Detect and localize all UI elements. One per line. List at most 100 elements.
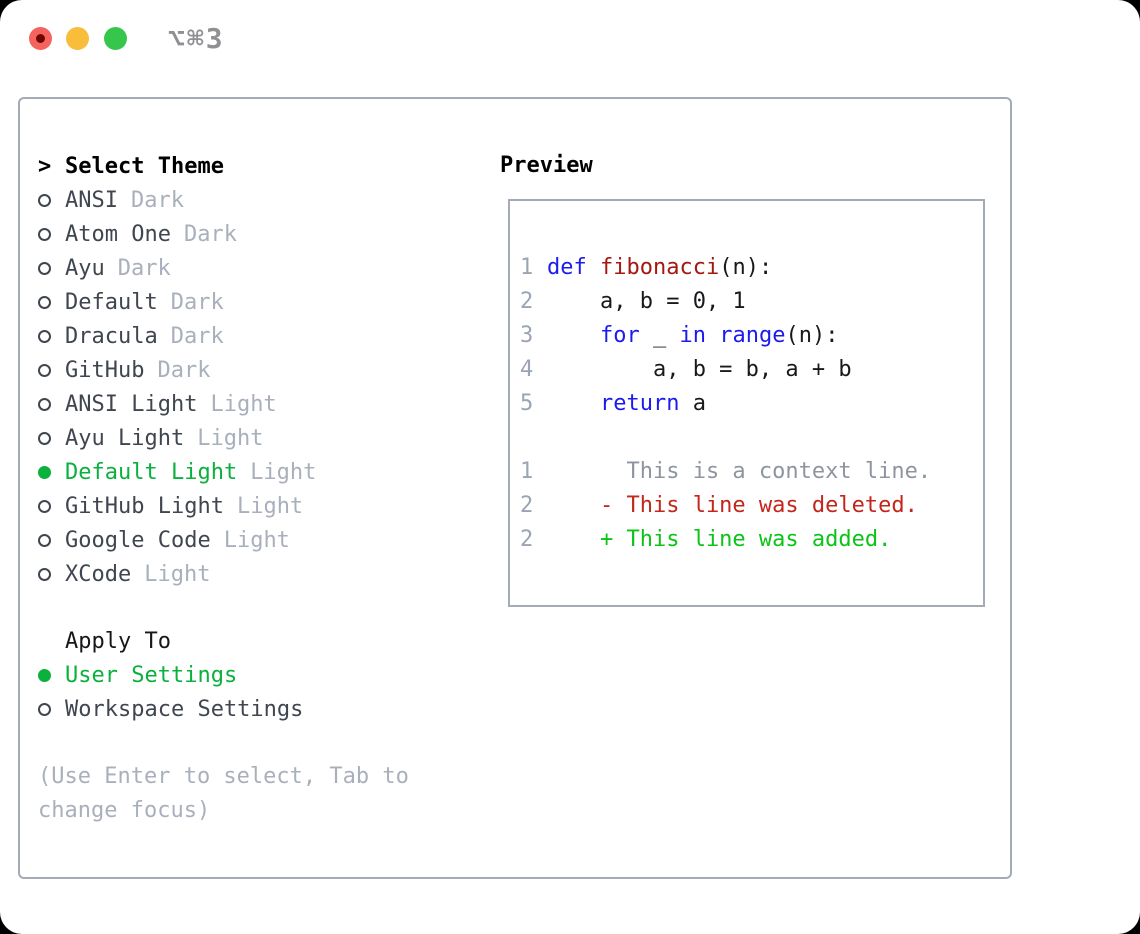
- theme-list: ANSI Dark Atom One Dark Ayu Dark Default…: [38, 183, 316, 591]
- theme-option[interactable]: Ayu Dark: [38, 251, 316, 285]
- radio-gutter: [38, 329, 65, 343]
- radio-icon: [38, 465, 51, 479]
- radio-icon: [38, 431, 51, 445]
- code-line: 2 a, b = 0, 1: [520, 285, 983, 319]
- preview-box: 1 def fibonacci(n): 2 a, b = 0, 1 3 for _ i…: [508, 199, 985, 607]
- theme-option[interactable]: Google Code Light: [38, 523, 316, 557]
- list-item-label: ANSI: [65, 187, 118, 213]
- list-item-variant: Light: [210, 391, 277, 417]
- list-item-label: User Settings: [65, 662, 238, 688]
- radio-gutter: [38, 499, 65, 513]
- close-button[interactable]: [29, 27, 52, 50]
- code-line: [520, 421, 983, 455]
- theme-option[interactable]: GitHub Dark: [38, 353, 316, 387]
- radio-icon: [38, 227, 51, 241]
- code-line: 1 This is a context line.: [520, 455, 983, 489]
- radio-gutter: [38, 261, 65, 275]
- apply-to-option[interactable]: User Settings: [38, 658, 303, 692]
- list-item-variant: Dark: [170, 289, 224, 315]
- keyboard-shortcut-label: ⌥⌘3: [168, 22, 225, 55]
- apply-to-header: Apply To: [38, 624, 303, 658]
- code-line: 4 a, b = b, a + b: [520, 353, 983, 387]
- list-item-label: Default: [65, 289, 158, 315]
- line-number: 2: [520, 289, 534, 314]
- radio-icon: [38, 533, 51, 547]
- code-text: This is a context line.: [547, 459, 932, 484]
- list-item-label: Ayu Light: [65, 425, 185, 451]
- radio-gutter: [38, 397, 65, 411]
- theme-option[interactable]: GitHub Light Light: [38, 489, 316, 523]
- list-item-variant: Dark: [183, 221, 237, 247]
- radio-icon: [38, 567, 51, 581]
- line-number: 2: [520, 527, 534, 552]
- radio-icon: [38, 363, 51, 377]
- prompt-cursor-icon: >: [38, 153, 52, 179]
- preview-title: Preview: [500, 153, 593, 178]
- list-item-label: GitHub Light: [65, 493, 224, 519]
- code-text: - This line was deleted.: [547, 493, 918, 518]
- theme-option[interactable]: Dracula Dark: [38, 319, 316, 353]
- list-item-label: Workspace Settings: [65, 696, 304, 722]
- radio-gutter: [38, 567, 65, 581]
- theme-option[interactable]: Ayu Light Light: [38, 421, 316, 455]
- theme-picker-panel: > Select Theme ANSI Dark Atom One Dark A…: [18, 97, 1012, 879]
- minimize-button[interactable]: [66, 27, 89, 50]
- list-item-label: Ayu: [65, 255, 105, 281]
- radio-gutter: [38, 668, 65, 682]
- radio-gutter: [38, 227, 65, 241]
- close-dot-icon: [36, 34, 45, 43]
- radio-icon: [38, 668, 51, 682]
- code-text: def fibonacci(n):: [547, 255, 773, 280]
- list-item-label: Dracula: [65, 323, 158, 349]
- list-item-variant: Dark: [117, 255, 171, 281]
- list-item-variant: Dark: [157, 357, 211, 383]
- code-line: 2 - This line was deleted.: [520, 489, 983, 523]
- theme-option[interactable]: ANSI Dark: [38, 183, 316, 217]
- radio-gutter: [38, 702, 65, 716]
- list-item-variant: Light: [223, 527, 290, 553]
- line-number: 1: [520, 255, 534, 280]
- radio-gutter: [38, 465, 65, 479]
- apply-to-option[interactable]: Workspace Settings: [38, 692, 303, 726]
- apply-to-title: Apply To: [65, 628, 171, 654]
- line-number: 3: [520, 323, 534, 348]
- line-number: 1: [520, 459, 534, 484]
- theme-option[interactable]: XCode Light: [38, 557, 316, 591]
- list-item-label: Default Light: [65, 459, 238, 485]
- theme-list-title: Select Theme: [65, 153, 224, 179]
- list-item-label: XCode: [65, 561, 132, 587]
- radio-icon: [38, 329, 51, 343]
- zoom-button[interactable]: [104, 27, 127, 50]
- title-bar: ⌥⌘3: [0, 0, 1140, 75]
- apply-to-list: User Settings Workspace Settings: [38, 658, 303, 726]
- radio-gutter: [38, 193, 65, 207]
- theme-option[interactable]: ANSI Light Light: [38, 387, 316, 421]
- help-text: (Use Enter to select, Tab to change focu…: [38, 764, 409, 823]
- line-number: [520, 421, 547, 455]
- code-line: 5 return a: [520, 387, 983, 421]
- list-item-label: Atom One: [65, 221, 171, 247]
- code-lines: 1 def fibonacci(n): 2 a, b = 0, 1 3 for _ i…: [520, 251, 983, 557]
- theme-option[interactable]: Default Dark: [38, 285, 316, 319]
- radio-icon: [38, 499, 51, 513]
- list-item-variant: Light: [236, 493, 304, 519]
- list-item-variant: Light: [250, 459, 317, 485]
- theme-list-header: > Select Theme: [38, 149, 316, 183]
- theme-list-section: > Select Theme ANSI Dark Atom One Dark A…: [38, 149, 316, 591]
- theme-option[interactable]: Atom One Dark: [38, 217, 316, 251]
- radio-icon: [38, 397, 51, 411]
- list-item-variant: Light: [197, 425, 264, 451]
- code-line: 1 def fibonacci(n):: [520, 251, 983, 285]
- list-item-label: GitHub: [65, 357, 145, 383]
- theme-option[interactable]: Default Light Light: [38, 455, 316, 489]
- code-text: + This line was added.: [547, 527, 892, 552]
- code-text: a, b = 0, 1: [547, 289, 746, 314]
- line-number: 2: [520, 493, 534, 518]
- code-text: a, b = b, a + b: [547, 357, 852, 382]
- radio-gutter: [38, 363, 65, 377]
- radio-icon: [38, 295, 51, 309]
- code-text: for _ in range(n):: [599, 323, 839, 348]
- code-text: return a: [599, 391, 706, 416]
- code-line: 2 + This line was added.: [520, 523, 983, 557]
